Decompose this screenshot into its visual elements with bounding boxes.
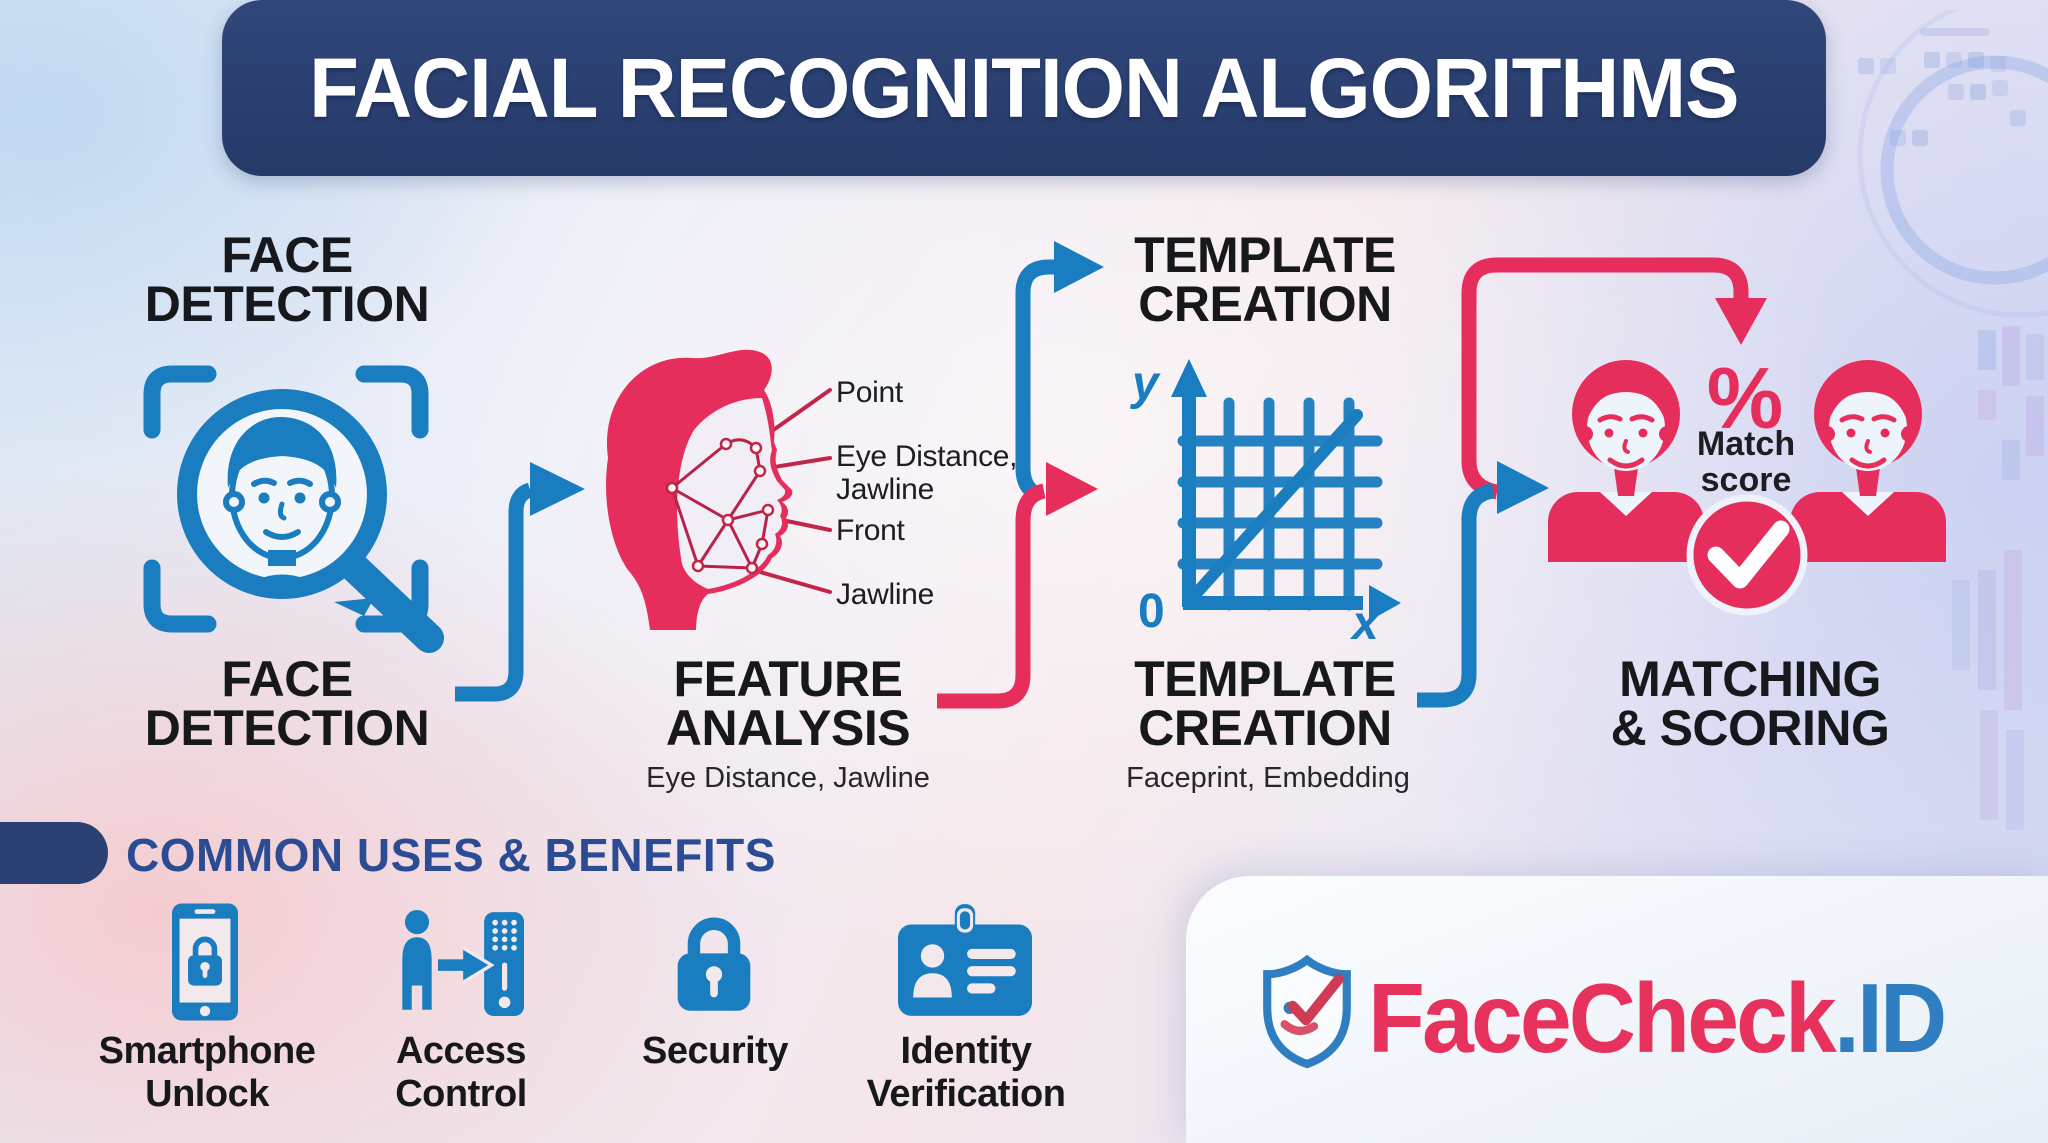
smartphone-unlock-icon (172, 903, 238, 1021)
arrow-feature-analysis-to-template-label (1015, 241, 1104, 501)
arrow-face-detection-to-feature-analysis (455, 462, 585, 702)
match-percent-symbol: % (1706, 351, 1784, 447)
background-tech-decoration-icon (1857, 10, 2048, 830)
graph-y-axis-label: y (1132, 357, 1159, 410)
callout-jawline: Jawline (836, 578, 934, 611)
template-creation-subtitle: Faceprint, Embedding (1126, 762, 1410, 794)
title-banner: FACIAL RECOGNITION ALGORITHMS (222, 0, 1826, 176)
page-title: FACIAL RECOGNITION ALGORITHMS (309, 40, 1739, 135)
security-padlock-icon (677, 917, 751, 1011)
graph-origin-label: 0 (1138, 585, 1165, 638)
use-label-security: Security (642, 1030, 788, 1072)
section-pill (0, 822, 108, 884)
profile-face-landmarks-icon (606, 349, 793, 630)
coordinate-graph-icon (1171, 359, 1401, 621)
callout-eye-distance-jawline: Eye Distance, Jawline (836, 440, 1018, 506)
matched-faces-check-icon (1548, 360, 1946, 616)
matching-scoring-label: MATCHING & SCORING (1610, 651, 1890, 756)
brand-name: FaceCheck (1368, 963, 1837, 1073)
uses-heading: COMMON USES & BENEFITS (126, 829, 776, 881)
face-detection-magnifier-icon (143, 365, 444, 653)
arrow-template-to-matching-top (1461, 257, 1767, 500)
shield-face-check-icon (1263, 954, 1351, 1069)
graph-x-axis-label: x (1352, 597, 1379, 650)
face-detection-bottom-label: FACE DETECTION (144, 651, 430, 756)
access-control-icon (402, 910, 524, 1016)
template-creation-top-label: TEMPLATE CREATION (1134, 227, 1396, 332)
arrow-feature-analysis-to-template-graph (937, 462, 1098, 709)
right-face-bust (1790, 360, 1946, 562)
left-face-bust (1548, 360, 1704, 562)
brand-suffix: .ID (1833, 963, 1947, 1073)
arrow-template-to-matching (1417, 461, 1549, 708)
use-label-identity-verification: Identity Verification (866, 1030, 1066, 1115)
template-creation-bottom-label: TEMPLATE CREATION (1134, 651, 1396, 756)
brand-wordmark: FaceCheck.ID (1368, 962, 1947, 1075)
match-score-label: Match score (1696, 425, 1796, 500)
feature-analysis-label: FEATURE ANALYSIS (665, 651, 911, 756)
callout-front: Front (836, 514, 905, 547)
match-checkmark-icon (1686, 494, 1808, 616)
use-label-smartphone-unlock: Smartphone Unlock (98, 1030, 316, 1115)
brand-panel (1186, 876, 2048, 1143)
feature-analysis-subtitle: Eye Distance, Jawline (646, 762, 930, 794)
use-label-access-control: Access Control (395, 1030, 527, 1115)
callout-point: Point (836, 376, 903, 409)
identity-verification-icon (898, 904, 1032, 1016)
face-detection-top-label: FACE DETECTION (144, 227, 430, 332)
